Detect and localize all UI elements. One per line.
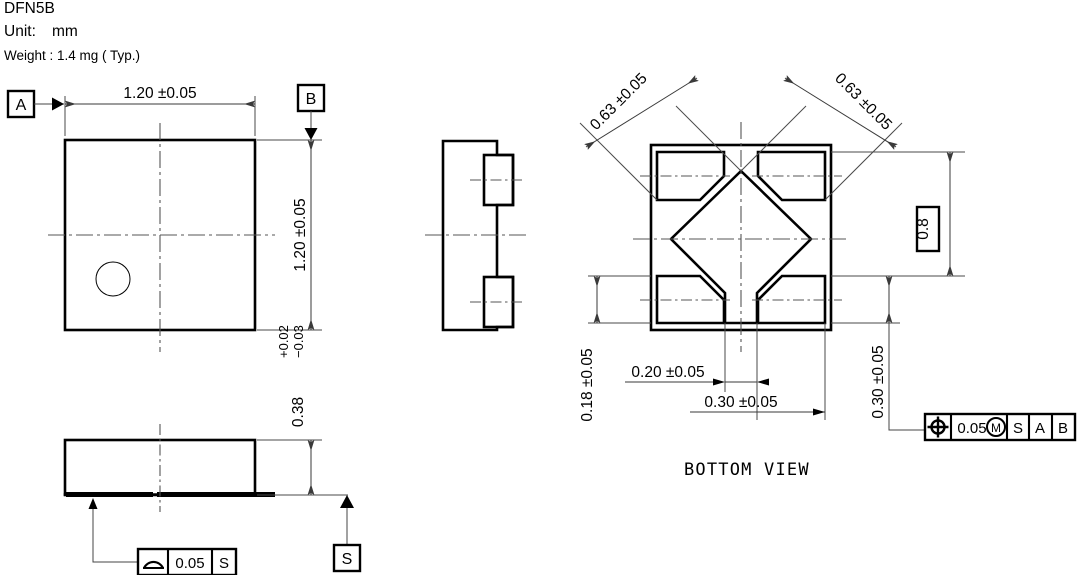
position-frame-leader — [888, 323, 925, 431]
basic-08-box — [915, 205, 941, 253]
top-height-dimension-text: 1.20 ±0.05 — [292, 198, 309, 271]
front-height-tolerance-upper: +0.02 — [276, 325, 291, 358]
datum-s-label: S — [342, 551, 353, 568]
outer-030-dimension-text: 0.30 ±0.05 — [704, 394, 777, 411]
datum-a-label: A — [16, 97, 27, 114]
bottom-view-pad-top-left — [655, 150, 726, 202]
datum-b-triangle — [304, 128, 318, 140]
basic-08-dimension-text: 0.8 — [915, 218, 932, 240]
side-view — [425, 139, 528, 332]
flatness-frame-arrow — [88, 498, 98, 509]
position-datum-secondary: A — [1035, 420, 1045, 437]
mmc-modifier-icon: M — [986, 417, 1006, 437]
top-view: 1.20 ±0.05 A B 1.20 ±0.05 — [6, 83, 326, 352]
diag-left-dimension-line — [584, 75, 699, 150]
diag-right-dimension-line — [783, 75, 898, 150]
inner-020-arrow-right — [757, 378, 769, 386]
position-tolerance-icon — [927, 416, 949, 438]
flatness-frame-leader — [92, 500, 138, 563]
datum-a-box — [6, 89, 36, 119]
datum-feature-a: A — [6, 89, 64, 119]
mmc-modifier-letter: M — [991, 421, 1001, 435]
datum-a-triangle — [52, 97, 64, 111]
pin1-circle-indicator — [95, 261, 131, 297]
inner-020-dimension-text: 0.20 ±0.05 — [631, 364, 704, 381]
datum-b-label: B — [306, 91, 317, 108]
part-name: DFN5B — [4, 0, 55, 17]
unit-label: Unit: — [4, 23, 36, 40]
datum-b-box — [296, 83, 326, 113]
outer-030-arrow-right — [813, 408, 825, 416]
front-view: 0.38 +0.02 −0.03 S 0.05 S — [63, 325, 362, 575]
weight-note: Weight : 1.4 mg ( Typ.) — [4, 48, 140, 63]
right-030-dimension-text: 0.30 ±0.05 — [870, 345, 887, 418]
datum-s-box — [332, 543, 362, 573]
unit-value: mm — [52, 23, 78, 40]
front-height-dimension-value: 0.38 — [290, 397, 307, 427]
front-height-tolerance-lower: −0.03 — [291, 325, 306, 358]
datum-feature-b: B — [296, 83, 326, 140]
flatness-frame-box — [136, 547, 238, 575]
datum-s-triangle — [340, 495, 354, 508]
datum-feature-s: S — [332, 495, 362, 573]
position-control-frame: 0.05 M S A B — [888, 323, 1077, 442]
position-datum-tertiary: B — [1058, 420, 1068, 437]
header-block: DFN5B Unit: mm Weight : 1.4 mg ( Typ.) — [4, 0, 140, 63]
top-width-dimension-text: 1.20 ±0.05 — [123, 85, 196, 102]
flatness-datum-ref: S — [219, 555, 229, 572]
position-datum-primary: S — [1013, 420, 1023, 437]
flatness-control-frame: 0.05 S — [88, 498, 238, 575]
inner-020-arrow-left — [713, 378, 725, 386]
left-018-dimension-text: 0.18 ±0.05 — [579, 348, 596, 421]
position-tolerance-value: 0.05 — [957, 420, 986, 437]
flatness-tolerance-value: 0.05 — [175, 555, 204, 572]
bottom-view-caption: BOTTOM VIEW — [684, 460, 810, 480]
profile-of-surface-icon — [143, 561, 164, 569]
bottom-view-pad-top-right — [756, 150, 827, 202]
